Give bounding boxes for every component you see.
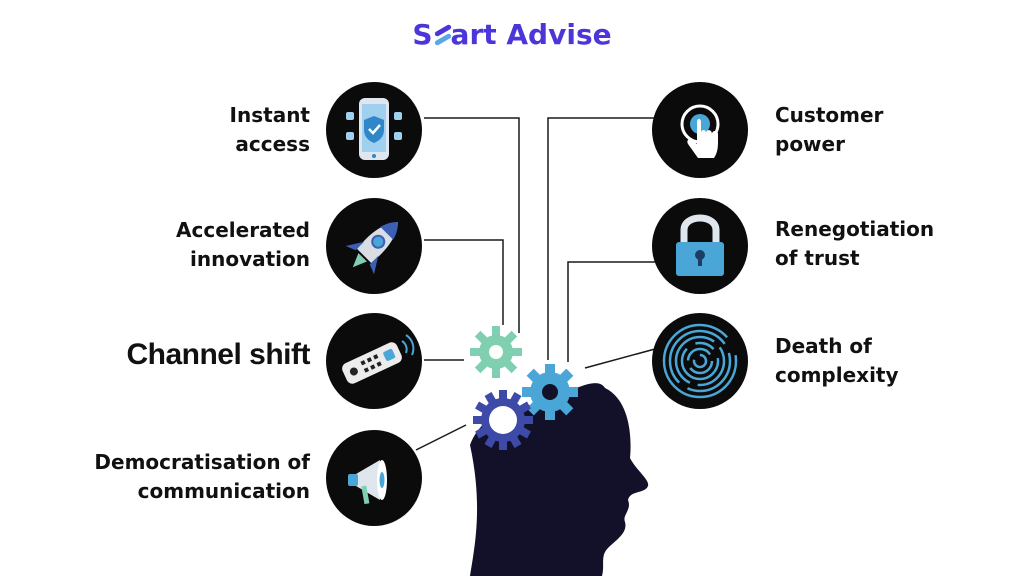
- label-line: complexity: [775, 363, 899, 387]
- megaphone-icon: [348, 460, 387, 505]
- label-line: Death of: [775, 334, 872, 358]
- circle-instant-access: [326, 82, 422, 178]
- label-line: access: [235, 132, 310, 156]
- remote-control-icon: [342, 334, 415, 384]
- gear-navy-icon: [473, 390, 533, 450]
- circle-channel-shift: [326, 313, 422, 409]
- label-customer-power: Customer power: [775, 101, 883, 159]
- label-line: Instant: [229, 103, 310, 127]
- rocket-icon: [345, 221, 399, 275]
- label-line: Accelerated: [176, 218, 310, 242]
- label-line: of trust: [775, 246, 860, 270]
- label-channel-shift: Channel shift: [126, 338, 310, 371]
- circle-customer-power: [652, 82, 748, 178]
- label-line: Customer: [775, 103, 884, 127]
- circle-renegotiation-of-trust: [652, 198, 748, 294]
- label-instant-access: Instant access: [230, 101, 310, 159]
- touch-finger-icon: [680, 104, 720, 158]
- circle-death-of-complexity: [652, 313, 748, 409]
- label-line: Renegotiation: [775, 217, 935, 241]
- label-line: power: [775, 132, 845, 156]
- brand-name-part2: art Advise: [450, 18, 612, 51]
- padlock-icon: [676, 214, 724, 276]
- gear-green-icon: [470, 326, 522, 378]
- gear-blue-icon: [522, 364, 578, 420]
- label-democratisation: Democratisation of communication: [94, 448, 310, 506]
- smartphone-shield-icon: [346, 98, 402, 160]
- maze-icon: [662, 323, 738, 399]
- label-death-of-complexity: Death of complexity: [775, 332, 899, 390]
- label-line: innovation: [190, 247, 310, 271]
- label-accelerated-innovation: Accelerated innovation: [176, 216, 310, 274]
- label-line: communication: [137, 479, 310, 503]
- circle-accelerated-innovation: [326, 198, 422, 294]
- circle-democratisation: [326, 430, 422, 526]
- brand-name-part1: S: [412, 18, 433, 51]
- label-renegotiation-of-trust: Renegotiation of trust: [775, 215, 934, 273]
- label-line: Democratisation of: [94, 450, 310, 474]
- label-line: Channel shift: [126, 338, 310, 371]
